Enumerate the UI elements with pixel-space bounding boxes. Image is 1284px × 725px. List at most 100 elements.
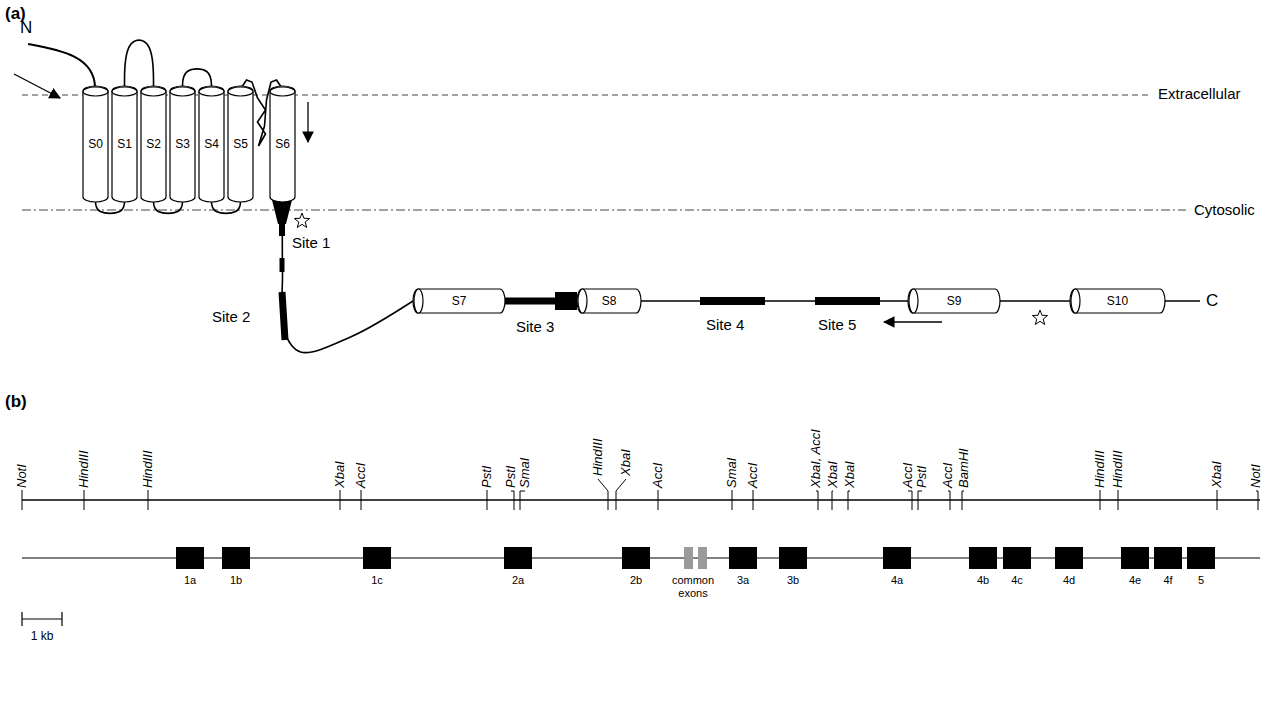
label-box: HindIII <box>1111 450 1125 488</box>
restriction-enzyme-label: XbaI, AccI <box>808 429 823 488</box>
leader-line <box>616 479 626 491</box>
part-label: N <box>20 18 32 37</box>
restriction-enzyme-label: XbaI <box>332 461 347 488</box>
restriction-site-tick <box>658 490 659 510</box>
label-box: 3b <box>773 574 813 587</box>
label-box: XbaI, AccI <box>809 429 823 488</box>
restriction-site-tick <box>514 491 515 510</box>
label-box: 4b <box>963 574 1003 587</box>
label-box: PstI <box>915 466 929 488</box>
exon-box <box>779 547 807 569</box>
restriction-site-tick <box>1217 490 1218 510</box>
part-label: Site 1 <box>292 234 330 251</box>
exon-box <box>504 547 532 569</box>
restriction-site-tick <box>918 491 919 510</box>
scale-bar <box>21 612 22 626</box>
label-box: 1 kb <box>22 630 62 644</box>
restriction-enzyme-label: AccI <box>900 463 915 488</box>
label-box: 4e <box>1115 574 1155 587</box>
n-terminus-chain <box>28 44 95 88</box>
restriction-site-tick <box>148 490 149 510</box>
segment-cylinder: S0 <box>82 86 109 202</box>
restriction-enzyme-label: HindIII <box>76 450 91 488</box>
restriction-site-tick <box>1100 490 1101 510</box>
label-box: Extracellular <box>1158 85 1241 102</box>
exon-box <box>1187 547 1215 569</box>
segment-cylinder: S8 <box>577 288 641 314</box>
restriction-site-tick <box>22 490 23 510</box>
restriction-site-tick <box>1118 490 1119 510</box>
exon-label: common exons <box>672 574 714 599</box>
exon-label: 4d <box>1063 574 1075 586</box>
label-box: Site 3 <box>516 318 554 335</box>
label-box: AccI <box>354 463 368 488</box>
exon-label: 5 <box>1198 574 1204 586</box>
restriction-site-tick <box>753 490 754 510</box>
restriction-site-tick <box>832 491 833 510</box>
segment-label: S10 <box>1107 294 1128 308</box>
label-box: 4f <box>1148 574 1188 587</box>
restriction-site-tick <box>848 491 849 510</box>
polypeptide-chain <box>505 300 577 302</box>
label-box: SmaI <box>518 458 532 488</box>
restriction-enzyme-label: AccI <box>745 463 760 488</box>
star-marker <box>1032 310 1047 324</box>
label-box: common exons <box>669 574 717 599</box>
restriction-site-tick <box>487 490 488 510</box>
exon-box <box>969 547 997 569</box>
restriction-enzyme-label: SmaI <box>724 458 739 488</box>
label-box: Site 5 <box>818 316 856 333</box>
segment-label: S3 <box>175 137 190 151</box>
part-label: C <box>1206 291 1218 310</box>
exon-box <box>1055 547 1083 569</box>
leader-line <box>598 479 608 491</box>
membrane-inner-line <box>22 210 1186 211</box>
label-box: 4c <box>997 574 1037 587</box>
restriction-enzyme-label: XbaI <box>842 461 857 488</box>
label-box: 4d <box>1049 574 1089 587</box>
label-box: AccI <box>746 463 760 488</box>
restriction-enzyme-label: XbaI <box>1209 461 1224 488</box>
segment-cylinder: S7 <box>413 288 505 314</box>
restriction-enzyme-label: XbaI <box>825 461 840 488</box>
restriction-enzyme-label: XbaI <box>618 449 633 476</box>
label-box: C <box>1206 291 1218 311</box>
label-box: AccI <box>901 463 915 488</box>
exon-box <box>1154 547 1182 569</box>
label-box: BamHI <box>957 448 971 488</box>
segment-label: S0 <box>88 137 103 151</box>
restriction-site-tick <box>616 491 617 510</box>
label-box: HindIII <box>77 450 91 488</box>
segment-cylinder: S6 <box>269 86 296 202</box>
exon-label: 3a <box>737 574 749 586</box>
arrow <box>884 321 942 322</box>
label-box: Cytosolic <box>1194 201 1255 218</box>
label-box: XbaI <box>619 449 633 476</box>
star-marker <box>294 213 309 227</box>
label-box: 2b <box>616 574 656 587</box>
segment-cylinder: S5 <box>227 86 254 202</box>
segment-label: S2 <box>146 137 161 151</box>
part-label: Site 5 <box>818 316 856 333</box>
arrow <box>307 102 308 142</box>
exon-label: 4b <box>977 574 989 586</box>
label-box: PstI <box>504 466 518 488</box>
restriction-enzyme-label: AccI <box>650 463 665 488</box>
label-box: SmaI <box>725 458 739 488</box>
exon-box <box>883 547 911 569</box>
part-label: Extracellular <box>1158 85 1241 102</box>
segment-cylinder: S3 <box>169 86 196 202</box>
restriction-enzyme-label: NotI <box>1248 464 1263 488</box>
restriction-site-tick <box>608 491 609 510</box>
polypeptide-chain <box>641 300 908 302</box>
exon-box <box>729 547 757 569</box>
exon-label: 4f <box>1163 574 1172 586</box>
scale-bar <box>22 618 62 619</box>
exon-label: 1a <box>184 574 196 586</box>
part-label: Site 2 <box>212 308 250 325</box>
label-box: XbaI <box>333 461 347 488</box>
exon-label: 1b <box>230 574 242 586</box>
